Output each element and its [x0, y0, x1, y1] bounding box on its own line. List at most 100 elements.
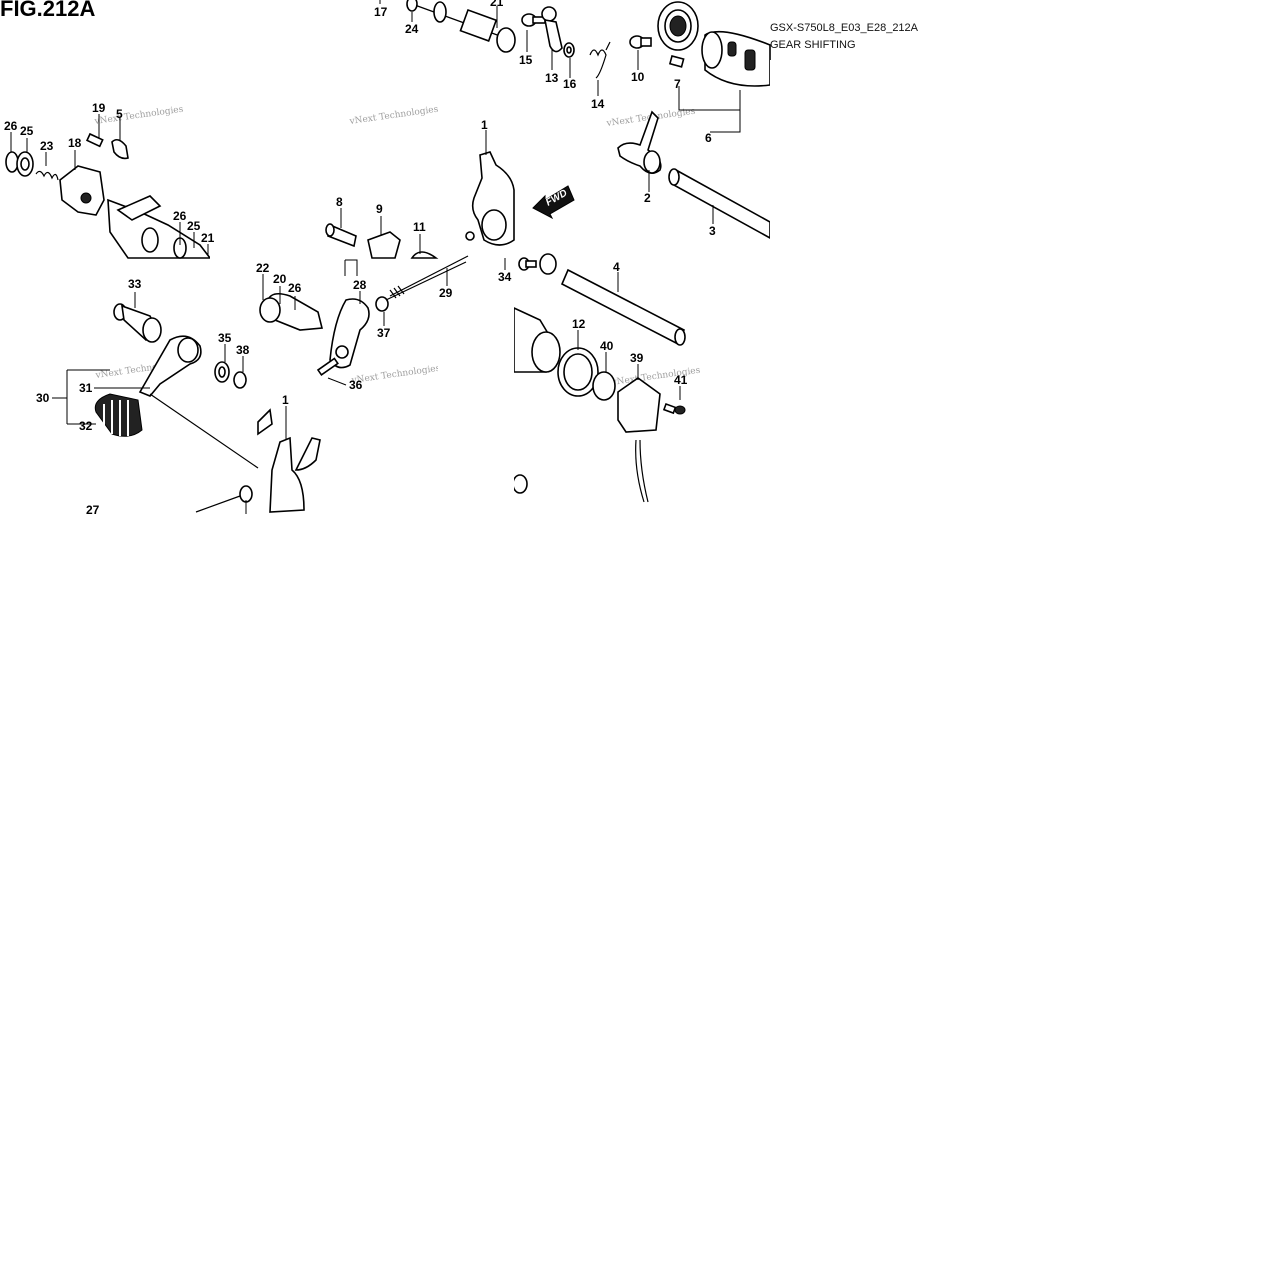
circlip-26 — [5, 151, 19, 173]
callout-3: 3 — [709, 224, 716, 238]
shift-fork-2 — [617, 110, 662, 174]
callout-24: 24 — [405, 22, 419, 36]
callout-12: 12 — [572, 317, 586, 331]
callout-40: 40 — [600, 339, 614, 353]
bolt-33 — [113, 303, 162, 343]
callout-31: 31 — [79, 381, 93, 395]
cam-11 — [410, 251, 439, 259]
callout-21-mid: 21 — [201, 231, 215, 245]
callout-33: 33 — [128, 277, 142, 291]
cap — [512, 474, 528, 494]
leader-lines — [10, 0, 741, 514]
top-shaft-assembly — [406, 0, 516, 53]
callout-35: 35 — [218, 331, 232, 345]
stopper-arm-13 — [541, 6, 563, 53]
spring-14 — [589, 41, 611, 79]
figure-title: FIG.212A — [0, 0, 96, 21]
gearshift-lever-30 — [138, 335, 259, 469]
fwd-arrow: FWD — [532, 185, 575, 220]
callout-26-b: 26 — [173, 209, 187, 223]
callout-13: 13 — [545, 71, 559, 85]
callout-41: 41 — [674, 373, 688, 387]
callout-17: 17 — [374, 5, 388, 19]
callout-25-a: 25 — [20, 124, 34, 138]
spring-23 — [35, 170, 59, 181]
blank-area — [210, 250, 260, 260]
callout-38: 38 — [236, 343, 250, 357]
callout-15: 15 — [519, 53, 533, 67]
callout-26-a: 26 — [4, 119, 18, 133]
washer-35 — [214, 361, 230, 383]
model-code: GSX-S750L8_E03_E28_212A — [770, 22, 919, 34]
fork-shaft-4 — [560, 268, 686, 346]
callout-37: 37 — [377, 326, 391, 340]
gearshift-cam-6 — [701, 30, 771, 87]
callout-11: 11 — [413, 220, 426, 234]
fork-shaft-3 — [668, 168, 771, 240]
callout-9: 9 — [376, 202, 383, 216]
shift-shaft — [107, 195, 212, 259]
callout-32: 32 — [79, 419, 93, 433]
callout-21: 21 — [490, 0, 504, 9]
bolt-34 — [518, 253, 557, 275]
callout-4: 4 — [613, 260, 620, 274]
shift-fork-1-top — [465, 151, 515, 246]
callout-34: 34 — [498, 270, 512, 284]
blank-area — [438, 300, 514, 518]
blank-area — [770, 60, 1285, 520]
plate-5 — [111, 138, 129, 160]
housing — [513, 306, 561, 373]
callout-36: 36 — [349, 378, 363, 392]
screw-19 — [85, 132, 104, 148]
gear-position-switch-39 — [617, 377, 661, 503]
callout-29: 29 — [439, 286, 453, 300]
callout-16: 16 — [563, 77, 577, 91]
callout-14: 14 — [591, 97, 605, 111]
callout-25-b: 25 — [187, 219, 201, 233]
watermark: vNext Technologies — [348, 105, 439, 128]
callout-22: 22 — [256, 261, 270, 275]
washer-16 — [563, 42, 575, 58]
o-ring-40 — [592, 371, 616, 401]
rod-29 — [385, 255, 469, 301]
rod-27 — [195, 485, 253, 513]
bearing — [657, 1, 699, 51]
watermark: vNext Technologies — [610, 366, 701, 389]
bolt-10 — [629, 35, 652, 49]
callout-39: 39 — [630, 351, 644, 365]
bolt-36 — [316, 357, 339, 377]
callout-10: 10 — [631, 70, 645, 84]
shift-fork-1-bottom — [257, 408, 321, 513]
blank-area — [0, 518, 1285, 1285]
bearing-12 — [557, 347, 599, 397]
circlip-38 — [233, 371, 247, 389]
callout-20: 20 — [273, 272, 287, 286]
callout-1-bottom: 1 — [282, 393, 289, 407]
callouts: 17 24 21 15 13 16 14 10 7 6 2 3 1 19 5 2… — [4, 0, 716, 517]
callout-18: 18 — [68, 136, 82, 150]
pin-7 — [668, 55, 685, 68]
cam-9 — [367, 231, 401, 259]
callout-19: 19 — [92, 101, 106, 115]
washer-25 — [16, 151, 34, 177]
callout-28: 28 — [353, 278, 367, 292]
callout-6: 6 — [705, 131, 712, 145]
callout-26-c: 26 — [288, 281, 302, 295]
callout-27: 27 — [86, 503, 100, 517]
bolt-15 — [521, 13, 546, 27]
callout-5: 5 — [116, 107, 123, 121]
gearshift-arm — [259, 292, 370, 369]
section-name: GEAR SHIFTING — [770, 39, 856, 51]
callout-23: 23 — [40, 139, 54, 153]
callout-8: 8 — [336, 195, 343, 209]
pin-8 — [325, 223, 357, 248]
footrest-32 — [94, 393, 143, 437]
watermark: vNext Technologies — [93, 105, 184, 128]
shift-cam-plate-18 — [59, 165, 105, 216]
bolt-41 — [662, 402, 686, 415]
callout-7: 7 — [674, 77, 681, 91]
watermark: vNext Technologies — [350, 364, 441, 387]
nut-37 — [375, 296, 389, 312]
callout-30: 30 — [36, 391, 50, 405]
